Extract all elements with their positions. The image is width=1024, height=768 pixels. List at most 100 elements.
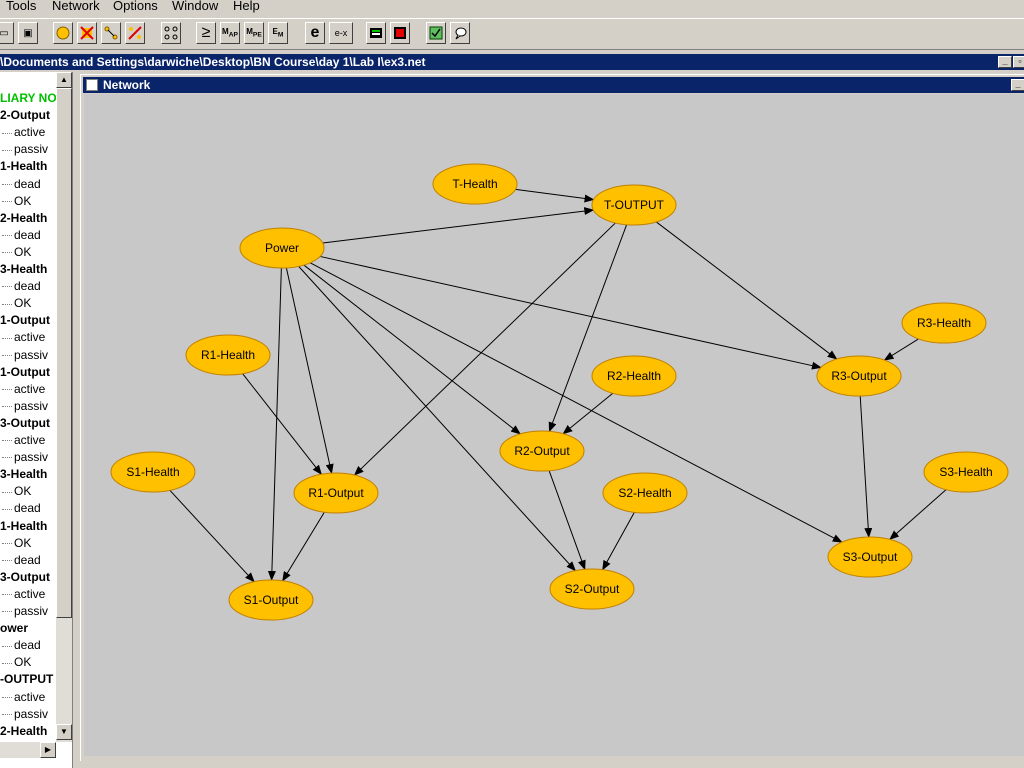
edge-t_output-r3_output[interactable] [655, 221, 838, 360]
tree-state-item[interactable]: passiv [2, 347, 48, 364]
edge-r1_health-r1_output[interactable] [242, 373, 322, 476]
node-s1-output[interactable]: S1-Output [228, 579, 314, 621]
edge-t_health-t_output[interactable] [515, 188, 595, 203]
node-ellipse[interactable] [602, 472, 688, 514]
retract-evidence-button[interactable]: e-x [329, 22, 353, 44]
edge-s3_health-s3_output[interactable] [889, 489, 947, 541]
edge-r3_health-r3_output[interactable] [883, 338, 919, 361]
add-node-button[interactable] [53, 22, 73, 44]
save-button[interactable]: ▣ [18, 22, 38, 44]
tree-state-item[interactable]: OK [2, 535, 31, 552]
monitor-red-button[interactable] [390, 22, 410, 44]
check-button[interactable] [426, 22, 446, 44]
node-ellipse[interactable] [293, 472, 379, 514]
em-button[interactable]: EM [268, 22, 288, 44]
edge-t_output-r1_output[interactable] [353, 222, 616, 476]
node-ellipse[interactable] [549, 568, 635, 610]
node-t-output[interactable]: T-OUTPUT [591, 184, 677, 226]
edge-power-s1_output[interactable] [267, 267, 282, 582]
menu-tools[interactable]: Tools [6, 0, 37, 13]
tree-variable-item[interactable]: 3-Health [0, 261, 47, 278]
edge-r3_output-s3_output[interactable] [859, 395, 873, 539]
mpe-button[interactable]: MPE [244, 22, 264, 44]
tree-variable-item[interactable]: 3-Health [0, 466, 47, 483]
node-ellipse[interactable] [591, 355, 677, 397]
node-ellipse[interactable] [110, 451, 196, 493]
node-s2-health[interactable]: S2-Health [602, 472, 688, 514]
edge-t_output-r2_output[interactable] [548, 224, 628, 433]
node-s3-output[interactable]: S3-Output [827, 536, 913, 578]
node-ellipse[interactable] [923, 451, 1009, 493]
edge-power-r3_output[interactable] [319, 255, 822, 370]
tree-variable-item[interactable]: -OUTPUT [0, 671, 53, 688]
geq-button[interactable]: ≥ [196, 22, 216, 44]
tree-state-item[interactable]: active [2, 432, 45, 449]
network-minimize-button[interactable]: _ [1011, 79, 1024, 91]
tree-state-item[interactable]: active [2, 329, 45, 346]
tree-variable-item[interactable]: 2-Health [0, 210, 47, 227]
scroll-thumb[interactable] [56, 88, 72, 618]
edge-power-r1_output[interactable] [285, 267, 334, 475]
open-button[interactable]: ▭ [0, 22, 14, 44]
node-s1-health[interactable]: S1-Health [110, 451, 196, 493]
tree-state-item[interactable]: OK [2, 483, 31, 500]
node-s3-health[interactable]: S3-Health [923, 451, 1009, 493]
tree-state-item[interactable]: OK [2, 295, 31, 312]
node-ellipse[interactable] [591, 184, 677, 226]
edge-power-t_output[interactable] [322, 207, 595, 244]
minimize-button[interactable]: _ [998, 56, 1012, 68]
tree-variable-item[interactable]: LIARY NO [0, 90, 57, 107]
edge-s2_health-s2_output[interactable] [602, 512, 635, 571]
tree-variable-item[interactable]: 3-Output [0, 569, 50, 586]
tree-state-item[interactable]: dead [2, 227, 41, 244]
tree-state-item[interactable]: active [2, 689, 45, 706]
delete-node-button[interactable] [77, 22, 97, 44]
restore-button[interactable]: ▫ [1013, 56, 1024, 68]
scroll-up-button[interactable]: ▲ [56, 72, 72, 88]
tree-state-item[interactable]: passiv [2, 603, 48, 620]
node-r3-health[interactable]: R3-Health [901, 302, 987, 344]
delete-arc-button[interactable] [125, 22, 145, 44]
tree-horizontal-scrollbar[interactable]: ▶ [0, 742, 56, 758]
tree-state-item[interactable]: active [2, 586, 45, 603]
scroll-down-button[interactable]: ▼ [56, 724, 72, 740]
node-power[interactable]: Power [239, 227, 325, 269]
node-t-health[interactable]: T-Health [432, 163, 518, 205]
edge-power-r2_output[interactable] [303, 264, 521, 435]
tree-state-item[interactable]: OK [2, 654, 31, 671]
tree-variable-item[interactable]: 1-Health [0, 158, 47, 175]
edge-power-s3_output[interactable] [309, 262, 843, 543]
layout-button[interactable] [161, 22, 181, 44]
node-ellipse[interactable] [816, 355, 902, 397]
edge-r2_health-r2_output[interactable] [562, 392, 614, 435]
map-button[interactable]: MAP [220, 22, 240, 44]
node-r3-output[interactable]: R3-Output [816, 355, 902, 397]
edge-s1_health-s1_output[interactable] [169, 489, 255, 583]
tree-vertical-scrollbar[interactable]: ▲ ▼ [56, 72, 72, 742]
tree-state-item[interactable]: dead [2, 552, 41, 569]
tree-variable-item[interactable]: 1-Health [0, 518, 47, 535]
node-ellipse[interactable] [228, 579, 314, 621]
node-ellipse[interactable] [432, 163, 518, 205]
edge-power-s2_output[interactable] [298, 266, 576, 572]
tree-state-item[interactable]: dead [2, 637, 41, 654]
tree-state-item[interactable]: active [2, 381, 45, 398]
node-ellipse[interactable] [827, 536, 913, 578]
tree-state-item[interactable]: active [2, 124, 45, 141]
tree-variable-item[interactable]: 3-Output [0, 415, 50, 432]
node-ellipse[interactable] [239, 227, 325, 269]
edge-r2_output-s2_output[interactable] [548, 470, 586, 571]
tree-state-item[interactable]: dead [2, 500, 41, 517]
evidence-button[interactable]: e [305, 22, 325, 44]
node-s2-output[interactable]: S2-Output [549, 568, 635, 610]
node-ellipse[interactable] [499, 430, 585, 472]
menu-window[interactable]: Window [172, 0, 219, 13]
node-r1-health[interactable]: R1-Health [185, 334, 271, 376]
tree-variable-item[interactable]: ower [0, 620, 28, 637]
menu-help[interactable]: Help [233, 0, 260, 13]
node-ellipse[interactable] [185, 334, 271, 376]
tree-state-item[interactable]: passiv [2, 141, 48, 158]
tree-state-item[interactable]: passiv [2, 706, 48, 723]
node-r2-output[interactable]: R2-Output [499, 430, 585, 472]
tree-state-item[interactable]: passiv [2, 398, 48, 415]
